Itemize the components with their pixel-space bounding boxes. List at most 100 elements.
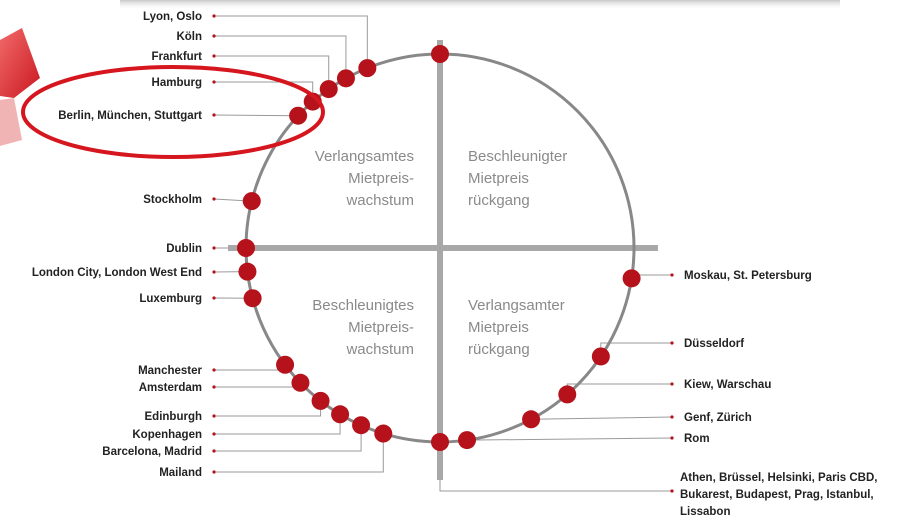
city-label-stockholm: Stockholm xyxy=(143,194,202,206)
quadrant-bottom-left-line-1: Beschleunigtes xyxy=(312,297,414,314)
city-label-genf-zuerich: Genf, Zürich xyxy=(684,412,752,424)
quadrant-bottom-left-line-2: Mietpreis- xyxy=(348,319,414,336)
label-dot xyxy=(212,449,216,453)
city-label-kopenhagen: Kopenhagen xyxy=(132,429,202,441)
label-dot xyxy=(212,80,216,84)
city-label-berlin-muenchen-stuttgart: Berlin, München, Stuttgart xyxy=(58,110,202,122)
leader-line xyxy=(214,35,347,79)
label-dot xyxy=(670,489,674,493)
city-labels-left: Lyon, Oslo Köln Frankfurt Hamburg Berlin… xyxy=(32,11,203,479)
city-label-dublin: Dublin xyxy=(166,243,202,255)
city-label-koeln: Köln xyxy=(176,31,202,43)
quadrant-bottom-right-line-2: Mietpreis xyxy=(468,319,529,336)
city-marker xyxy=(591,347,610,366)
city-markers xyxy=(237,45,641,451)
leader-line xyxy=(214,433,384,473)
quadrant-top-right-line-3: rückgang xyxy=(468,192,530,209)
leader-line xyxy=(531,416,673,420)
city-label-barcelona-madrid: Barcelona, Madrid xyxy=(102,446,202,458)
city-marker xyxy=(237,239,255,257)
city-label-luxemburg: Luxemburg xyxy=(139,293,202,305)
city-marker xyxy=(289,106,308,125)
quadrant-top-right-line-1: Beschleunigter xyxy=(468,148,567,165)
city-label-kiew-warschau: Kiew, Warschau xyxy=(684,379,771,391)
quadrant-top-right-label: Beschleunigter Mietpreis rückgang xyxy=(468,148,567,209)
city-marker xyxy=(243,289,262,308)
quadrant-bottom-right-line-3: rückgang xyxy=(468,341,530,358)
quadrant-top-left-label: Verlangsamtes Mietpreis- wachstum xyxy=(315,148,414,209)
highlight-ellipse xyxy=(21,65,325,159)
city-label-bottom-line-2: Bukarest, Budapest, Prag, Istanbul, xyxy=(680,489,874,501)
city-marker xyxy=(238,262,257,281)
city-marker xyxy=(242,192,261,211)
label-dot xyxy=(670,341,674,345)
leader-line xyxy=(214,425,362,452)
city-label-moskau-st-petersburg: Moskau, St. Petersburg xyxy=(684,270,812,282)
city-marker xyxy=(276,355,295,374)
label-dot xyxy=(212,270,216,274)
city-label-amsterdam: Amsterdam xyxy=(139,382,202,394)
city-labels-bottom: Athen, Brüssel, Helsinki, Paris CBD, Buk… xyxy=(680,472,877,518)
city-label-edinburgh: Edinburgh xyxy=(145,411,203,423)
corner-decoration xyxy=(0,28,40,98)
label-dot xyxy=(212,414,216,418)
label-dot xyxy=(212,34,216,38)
city-marker xyxy=(311,391,330,410)
label-dot xyxy=(212,54,216,58)
city-label-london: London City, London West End xyxy=(32,267,202,279)
city-marker xyxy=(291,373,310,392)
label-dot xyxy=(670,382,674,386)
city-label-duesseldorf: Düsseldorf xyxy=(684,338,744,350)
leader-line xyxy=(214,55,330,90)
city-marker xyxy=(319,80,338,99)
city-marker xyxy=(457,431,476,450)
quadrant-bottom-right-label: Verlangsamter Mietpreis rückgang xyxy=(468,297,565,358)
label-dot xyxy=(212,296,216,300)
leader-line xyxy=(466,437,673,441)
city-label-bottom-line-1: Athen, Brüssel, Helsinki, Paris CBD, xyxy=(680,472,877,484)
leader-line xyxy=(213,114,299,117)
top-shadow xyxy=(120,0,840,10)
city-marker xyxy=(331,405,350,424)
city-marker xyxy=(352,416,371,435)
quadrant-top-left-line-2: Mietpreis- xyxy=(348,170,414,187)
leader-line xyxy=(600,342,672,357)
quadrant-top-left-line-1: Verlangsamtes xyxy=(315,148,414,165)
leader-line xyxy=(214,364,286,371)
label-dot xyxy=(212,432,216,436)
label-dot xyxy=(670,273,674,277)
leader-line xyxy=(214,414,341,435)
leader-line xyxy=(214,400,322,417)
city-marker xyxy=(431,45,449,63)
leader-line xyxy=(214,382,301,388)
label-dot xyxy=(212,14,216,18)
city-label-frankfurt: Frankfurt xyxy=(152,51,203,63)
city-label-lyon-oslo: Lyon, Oslo xyxy=(143,11,202,23)
leader-line xyxy=(214,15,368,69)
city-label-manchester: Manchester xyxy=(138,365,202,377)
quadrant-bottom-left-label: Beschleunigtes Mietpreis- wachstum xyxy=(312,297,414,358)
city-marker xyxy=(622,269,641,288)
city-label-bottom-line-3: Lissabon xyxy=(680,506,730,518)
city-labels-right: Moskau, St. Petersburg Düsseldorf Kiew, … xyxy=(684,270,812,445)
label-dot xyxy=(212,470,216,474)
quadrant-top-right-line-2: Mietpreis xyxy=(468,170,529,187)
city-marker xyxy=(558,385,577,404)
city-label-rom: Rom xyxy=(684,433,710,445)
label-dot xyxy=(212,385,216,389)
label-dot xyxy=(212,197,216,201)
city-marker xyxy=(336,69,355,88)
leader-line xyxy=(439,442,672,492)
label-dot xyxy=(670,436,674,440)
quadrant-bottom-right-line-1: Verlangsamter xyxy=(468,297,565,314)
leader-line xyxy=(566,383,672,395)
corner-decoration-lower xyxy=(0,98,22,146)
label-dot xyxy=(212,246,216,250)
quadrant-bottom-left-line-3: wachstum xyxy=(345,341,414,358)
city-marker xyxy=(374,424,393,443)
city-label-hamburg: Hamburg xyxy=(152,77,202,89)
city-marker xyxy=(431,433,449,451)
label-dot xyxy=(212,113,216,117)
city-label-mailand: Mailand xyxy=(159,467,202,479)
